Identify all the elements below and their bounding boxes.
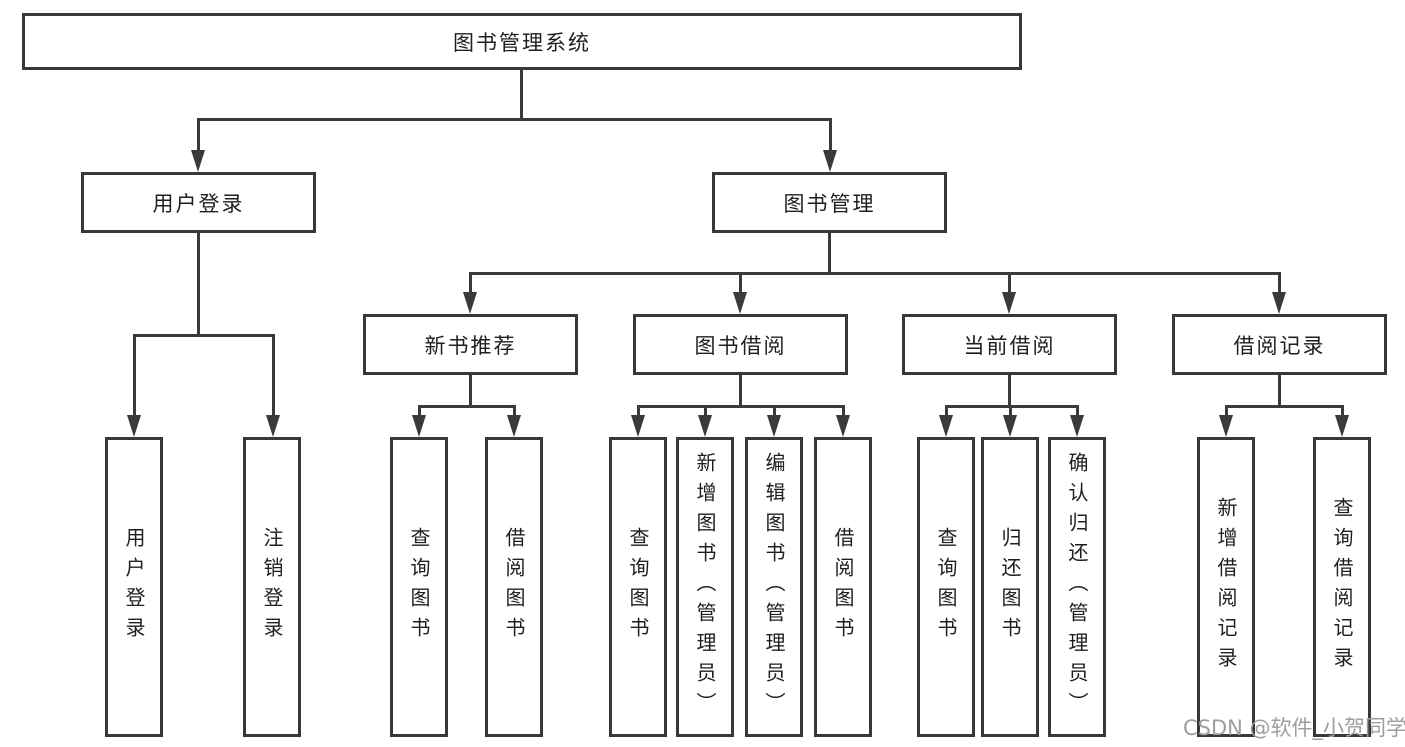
connector-root-drop-right <box>829 118 832 156</box>
arrowhead <box>836 415 850 437</box>
node-label: 新增图书（管理员） <box>693 452 717 722</box>
arrowhead <box>1070 415 1084 437</box>
connector-user-login-stub <box>197 233 200 337</box>
node-label: 确认归还（管理员） <box>1065 452 1089 722</box>
node-label: 借阅记录 <box>1233 333 1326 358</box>
connector-book-mgmt-drop-4 <box>1278 272 1281 296</box>
node-label: 查询图书 <box>934 527 958 647</box>
node-book-borrow: 图书借阅 <box>633 314 848 375</box>
node-borrow-query-books: 查询图书 <box>609 437 667 737</box>
node-query-borrow-record: 查询借阅记录 <box>1313 437 1371 737</box>
node-label: 图书管理 <box>783 191 876 216</box>
connector-book-mgmt-stub <box>828 233 831 275</box>
connector-user-login-drop-right <box>272 334 275 418</box>
connector-root-drop-left <box>197 118 200 156</box>
node-label: 当前借阅 <box>963 333 1056 358</box>
connector-recommend-hline <box>418 405 516 408</box>
arrowhead <box>823 150 837 172</box>
connector-book-mgmt-drop-3 <box>1008 272 1011 296</box>
csdn-watermark: CSDN @软件_小贺同学 <box>1183 716 1405 740</box>
connector-current-drop-2 <box>1009 405 1012 417</box>
connector-book-mgmt-drop-1 <box>469 272 472 296</box>
arrowhead <box>412 415 426 437</box>
connector-recommend-stub <box>469 375 472 408</box>
node-label: 借阅图书 <box>831 527 855 647</box>
arrowhead <box>266 415 280 437</box>
arrowhead <box>463 292 477 314</box>
node-confirm-return-admin: 确认归还（管理员） <box>1048 437 1106 737</box>
connector-borrow-drop-1 <box>637 405 640 417</box>
connector-records-drop-2 <box>1341 405 1344 417</box>
node-recommend-borrow-books: 借阅图书 <box>485 437 543 737</box>
node-label: 用户登录 <box>122 527 146 647</box>
connector-recommend-drop-1 <box>418 405 421 417</box>
connector-borrow-drop-2 <box>704 405 707 417</box>
arrowhead <box>733 292 747 314</box>
arrowhead <box>1003 415 1017 437</box>
connector-borrow-hline <box>637 405 845 408</box>
node-borrow-records: 借阅记录 <box>1172 314 1387 375</box>
node-recommend-query-books: 查询图书 <box>390 437 448 737</box>
node-label: 借阅图书 <box>502 527 526 647</box>
connector-current-hline <box>945 405 1079 408</box>
node-user-login: 用户登录 <box>81 172 316 233</box>
connector-records-hline <box>1225 405 1344 408</box>
node-label: 查询图书 <box>626 527 650 647</box>
connector-book-mgmt-drop-2 <box>739 272 742 296</box>
connector-borrow-drop-3 <box>773 405 776 417</box>
connector-current-stub <box>1008 375 1011 408</box>
connector-current-drop-1 <box>945 405 948 417</box>
connector-book-mgmt-hline <box>469 272 1281 275</box>
arrowhead <box>507 415 521 437</box>
arrowhead <box>631 415 645 437</box>
arrowhead <box>1272 292 1286 314</box>
node-current-borrow: 当前借阅 <box>902 314 1117 375</box>
arrowhead <box>767 415 781 437</box>
arrowhead <box>1335 415 1349 437</box>
node-book-management: 图书管理 <box>712 172 947 233</box>
connector-root-stub <box>520 69 523 121</box>
node-edit-book-admin: 编辑图书（管理员） <box>745 437 803 737</box>
node-label: 图书借阅 <box>694 333 787 358</box>
connector-user-login-hline <box>133 334 275 337</box>
node-add-book-admin: 新增图书（管理员） <box>676 437 734 737</box>
connector-records-stub <box>1278 375 1281 408</box>
node-library-management-system: 图书管理系统 <box>22 13 1022 70</box>
connector-records-drop-1 <box>1225 405 1228 417</box>
node-borrow-books: 借阅图书 <box>814 437 872 737</box>
arrowhead <box>1002 292 1016 314</box>
connector-recommend-drop-2 <box>513 405 516 417</box>
node-label: 注销登录 <box>260 527 284 647</box>
node-label: 用户登录 <box>152 191 245 216</box>
node-label: 归还图书 <box>998 527 1022 647</box>
node-current-query-books: 查询图书 <box>917 437 975 737</box>
node-label: 新增借阅记录 <box>1214 497 1238 677</box>
node-label: 新书推荐 <box>424 333 517 358</box>
arrowhead <box>698 415 712 437</box>
arrowhead <box>939 415 953 437</box>
node-user-login-leaf: 用户登录 <box>105 437 163 737</box>
node-label: 查询图书 <box>407 527 431 647</box>
connector-borrow-stub <box>739 375 742 408</box>
node-logout: 注销登录 <box>243 437 301 737</box>
connector-user-login-drop-left <box>133 334 136 418</box>
node-add-borrow-record: 新增借阅记录 <box>1197 437 1255 737</box>
node-new-book-recommend: 新书推荐 <box>363 314 578 375</box>
connector-current-drop-3 <box>1076 405 1079 417</box>
arrowhead <box>191 150 205 172</box>
node-return-book: 归还图书 <box>981 437 1039 737</box>
arrowhead <box>1219 415 1233 437</box>
connector-root-hline <box>197 118 832 121</box>
connector-borrow-drop-4 <box>842 405 845 417</box>
node-label: 编辑图书（管理员） <box>762 452 786 722</box>
node-label: 查询借阅记录 <box>1330 497 1354 677</box>
arrowhead <box>127 415 141 437</box>
node-label: 图书管理系统 <box>453 30 591 55</box>
